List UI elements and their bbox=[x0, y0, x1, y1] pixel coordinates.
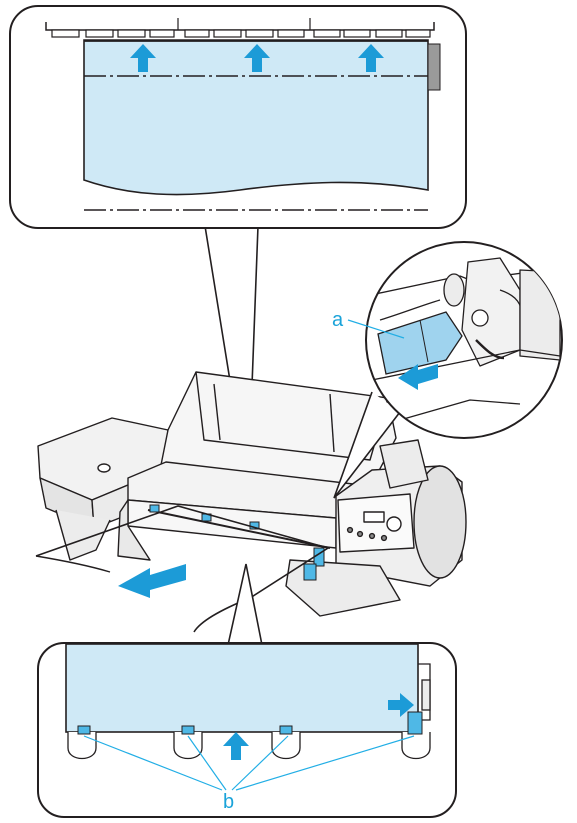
feed-arrow-icon bbox=[118, 564, 186, 598]
right-grey-block bbox=[428, 44, 440, 90]
control-panel bbox=[338, 494, 414, 552]
callout-label-b: b bbox=[223, 791, 234, 813]
paper-sheet-bottom bbox=[66, 644, 418, 732]
callout-label-a: a bbox=[332, 309, 344, 331]
